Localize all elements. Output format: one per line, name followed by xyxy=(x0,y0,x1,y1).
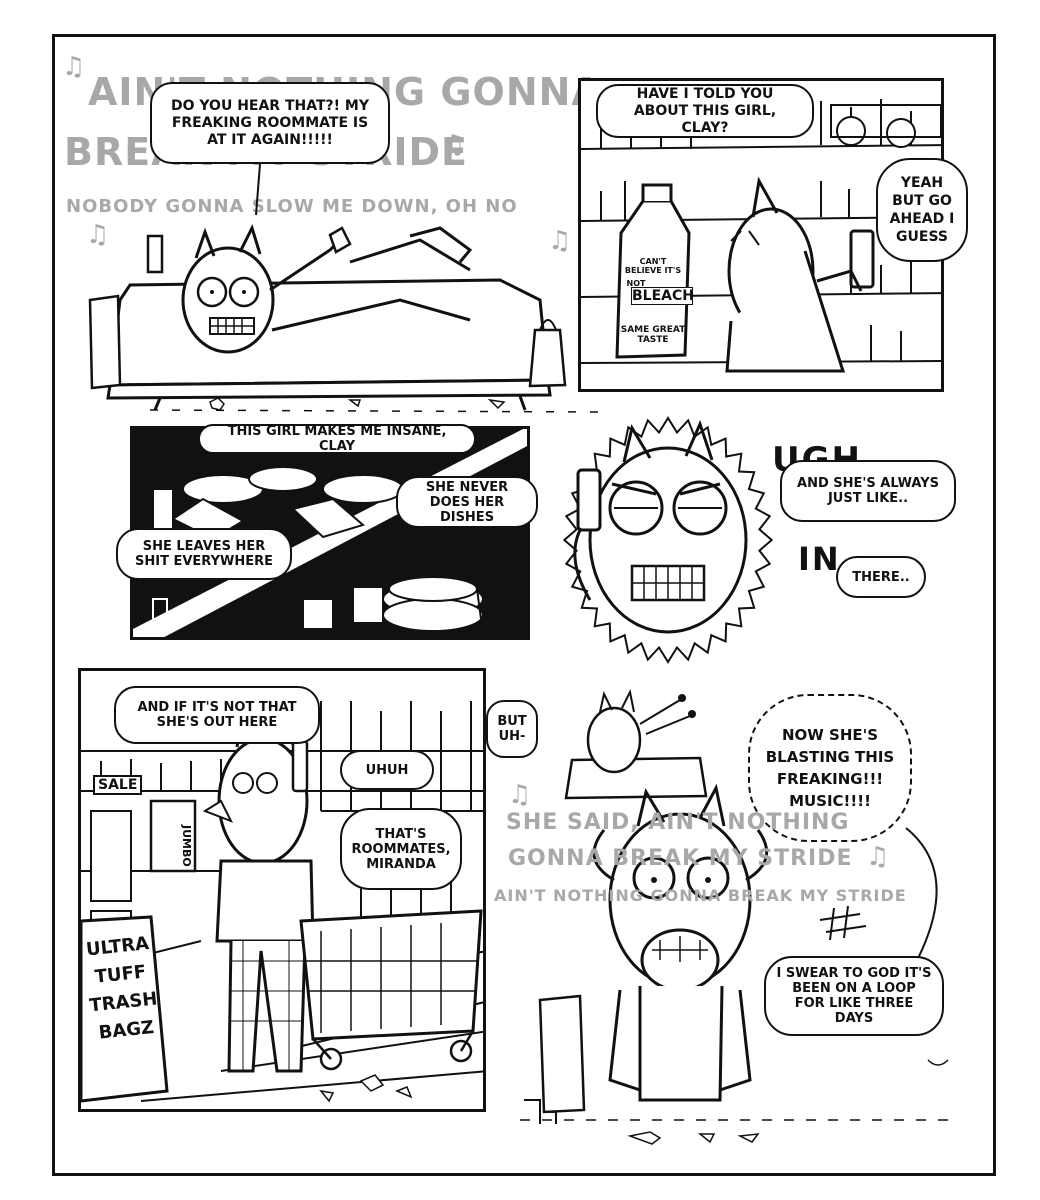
panel-6-lyric-line2: GONNA BREAK MY STRIDE xyxy=(508,846,853,871)
music-note-icon: ♫ xyxy=(866,842,890,872)
music-note-icon: ♫ xyxy=(548,226,572,256)
music-note-icon: ♫ xyxy=(508,780,532,810)
sfx-in: IN xyxy=(798,540,841,578)
sign-sale: SALE xyxy=(93,775,143,795)
panel-2-speech-right: YEAH BUT GO AHEAD I GUESS xyxy=(876,158,968,262)
panel-6-lyric-line1: SHE SAID, AIN'T NOTHING xyxy=(506,810,850,835)
product-line2: NOT xyxy=(626,279,646,288)
product-line1: CAN'T BELIEVE IT'S xyxy=(624,257,682,275)
page-border xyxy=(52,34,996,1176)
panel-3-speech-left: SHE LEAVES HER SHIT EVERYWHERE xyxy=(116,528,292,580)
panel-1-lyric-line3: NOBODY GONNA SLOW ME DOWN, OH NO xyxy=(66,196,518,217)
music-note-icon: ♫ xyxy=(86,220,110,250)
panel-4-speech-top: AND SHE'S ALWAYS JUST LIKE.. xyxy=(780,460,956,522)
panel-3-speech-top: THIS GIRL MAKES ME INSANE, CLAY xyxy=(198,424,476,454)
panel-6-speech-bottom: I SWEAR TO GOD IT'S BEEN ON A LOOP FOR L… xyxy=(764,956,944,1036)
panel-5-speech-but: BUT UH- xyxy=(486,700,538,758)
panel-6-lyric-line3: AIN'T NOTHING GONNA BREAK MY STRIDE xyxy=(494,886,907,905)
panel-3-speech-right: SHE NEVER DOES HER DISHES xyxy=(396,476,538,528)
panel-1-speech-bubble: DO YOU HEAR THAT?! MY FREAKING ROOMMATE … xyxy=(150,82,390,164)
panel-5-speech-middle: THAT'S ROOMMATES, MIRANDA xyxy=(340,808,462,890)
music-note-icon: ♫ xyxy=(442,130,466,160)
panel-5-speech-uhuh: UHUH xyxy=(340,750,434,790)
product-tagline: SAME GREAT TASTE xyxy=(620,325,686,345)
panel-5-art xyxy=(81,701,483,1103)
panel-6-speech-top: NOW SHE'S BLASTING THIS FREAKING!!! MUSI… xyxy=(748,694,912,842)
product-brand: BLEACH xyxy=(631,287,694,305)
panel-5-speech-top: AND IF IT'S NOT THAT SHE'S OUT HERE xyxy=(114,686,320,744)
panel-2-speech-left: HAVE I TOLD YOU ABOUT THIS GIRL, CLAY? xyxy=(596,84,814,138)
music-note-icon: ♫ xyxy=(62,52,86,82)
panel-2-art xyxy=(581,99,941,373)
panel-4-speech-bottom: THERE.. xyxy=(836,556,926,598)
